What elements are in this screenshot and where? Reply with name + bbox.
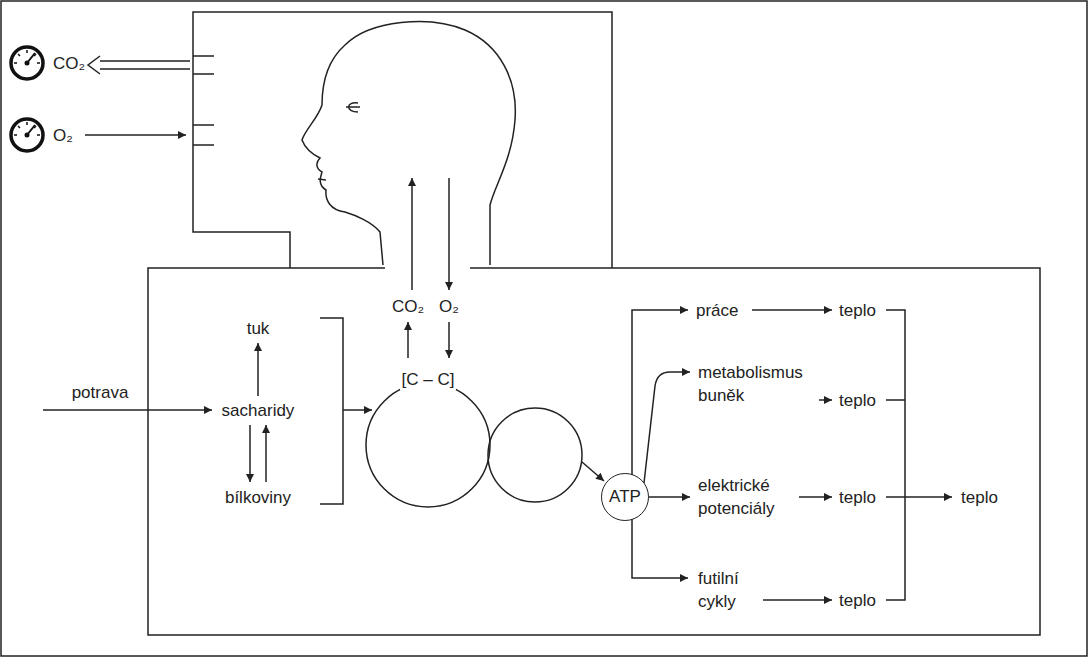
head-figure xyxy=(302,22,515,265)
energy-use-label: elektrické potenciály xyxy=(697,474,799,520)
heat-label: teplo xyxy=(838,389,877,412)
cycle-circle-line xyxy=(366,383,490,507)
gauge-hub xyxy=(25,133,30,138)
gas-label: CO₂ xyxy=(391,295,425,318)
body-box xyxy=(148,268,1040,635)
nutrient-arrow xyxy=(265,425,267,482)
atp-branch xyxy=(632,310,688,475)
head-mouth xyxy=(318,179,326,180)
nutrient-label: tuk xyxy=(246,317,271,340)
gauge-hub xyxy=(25,61,30,66)
input-label: potrava xyxy=(71,381,130,404)
intake-arrow xyxy=(85,134,186,136)
outlet-port xyxy=(193,56,214,74)
exhaust-double-line xyxy=(100,61,190,69)
heat-bracket xyxy=(886,310,905,600)
nutrient-arrow xyxy=(249,425,251,482)
nutrient-label: bílkoviny xyxy=(224,486,292,509)
co2-out-arrow xyxy=(411,178,413,290)
cycle-circle: [C – C] xyxy=(365,360,491,508)
atp-branch xyxy=(649,496,690,498)
node-text: ATP xyxy=(609,487,641,507)
gas-gauge xyxy=(11,119,43,151)
atp-circle: ATP xyxy=(601,473,649,521)
heat-label: teplo xyxy=(960,486,999,509)
total-heat-arrow xyxy=(905,496,952,498)
head-outline xyxy=(302,22,515,265)
atp-synthesis-arrow xyxy=(582,462,604,481)
gauges xyxy=(11,47,43,151)
nutrient-bracket xyxy=(320,318,343,504)
nutrient-arrow xyxy=(257,343,259,396)
inlet-port xyxy=(193,125,214,145)
heat-label: teplo xyxy=(838,486,877,509)
heat-label: teplo xyxy=(838,299,877,322)
oxidation-arrow xyxy=(343,409,372,411)
heat-arrow xyxy=(760,599,832,601)
gas-label: CO₂ xyxy=(52,52,86,75)
respiration-chamber xyxy=(193,12,612,268)
gas-label: O₂ xyxy=(438,295,460,318)
flow-arrows xyxy=(43,56,952,600)
energy-use-label: práce xyxy=(695,299,740,322)
nutrient-label: sacharidy xyxy=(221,399,296,422)
o2-use-arrow xyxy=(448,322,450,358)
head-eye xyxy=(346,103,360,112)
energy-use-label: metabolismus buněk xyxy=(697,361,819,407)
exhaust-arrowhead xyxy=(88,56,100,74)
heat-arrow xyxy=(752,309,832,311)
heat-label: teplo xyxy=(838,589,877,612)
second-cycle-circle xyxy=(488,408,582,502)
atp-branch xyxy=(632,519,688,578)
energy-use-label: futilní cykly xyxy=(697,567,763,613)
o2-in-arrow xyxy=(448,178,450,290)
node-text: [C – C] xyxy=(400,370,457,390)
gas-label: O₂ xyxy=(52,124,74,147)
food-arrow xyxy=(43,409,212,411)
co2-release-arrow xyxy=(407,322,409,358)
gas-gauge xyxy=(11,47,43,79)
atp-branch xyxy=(644,372,690,483)
